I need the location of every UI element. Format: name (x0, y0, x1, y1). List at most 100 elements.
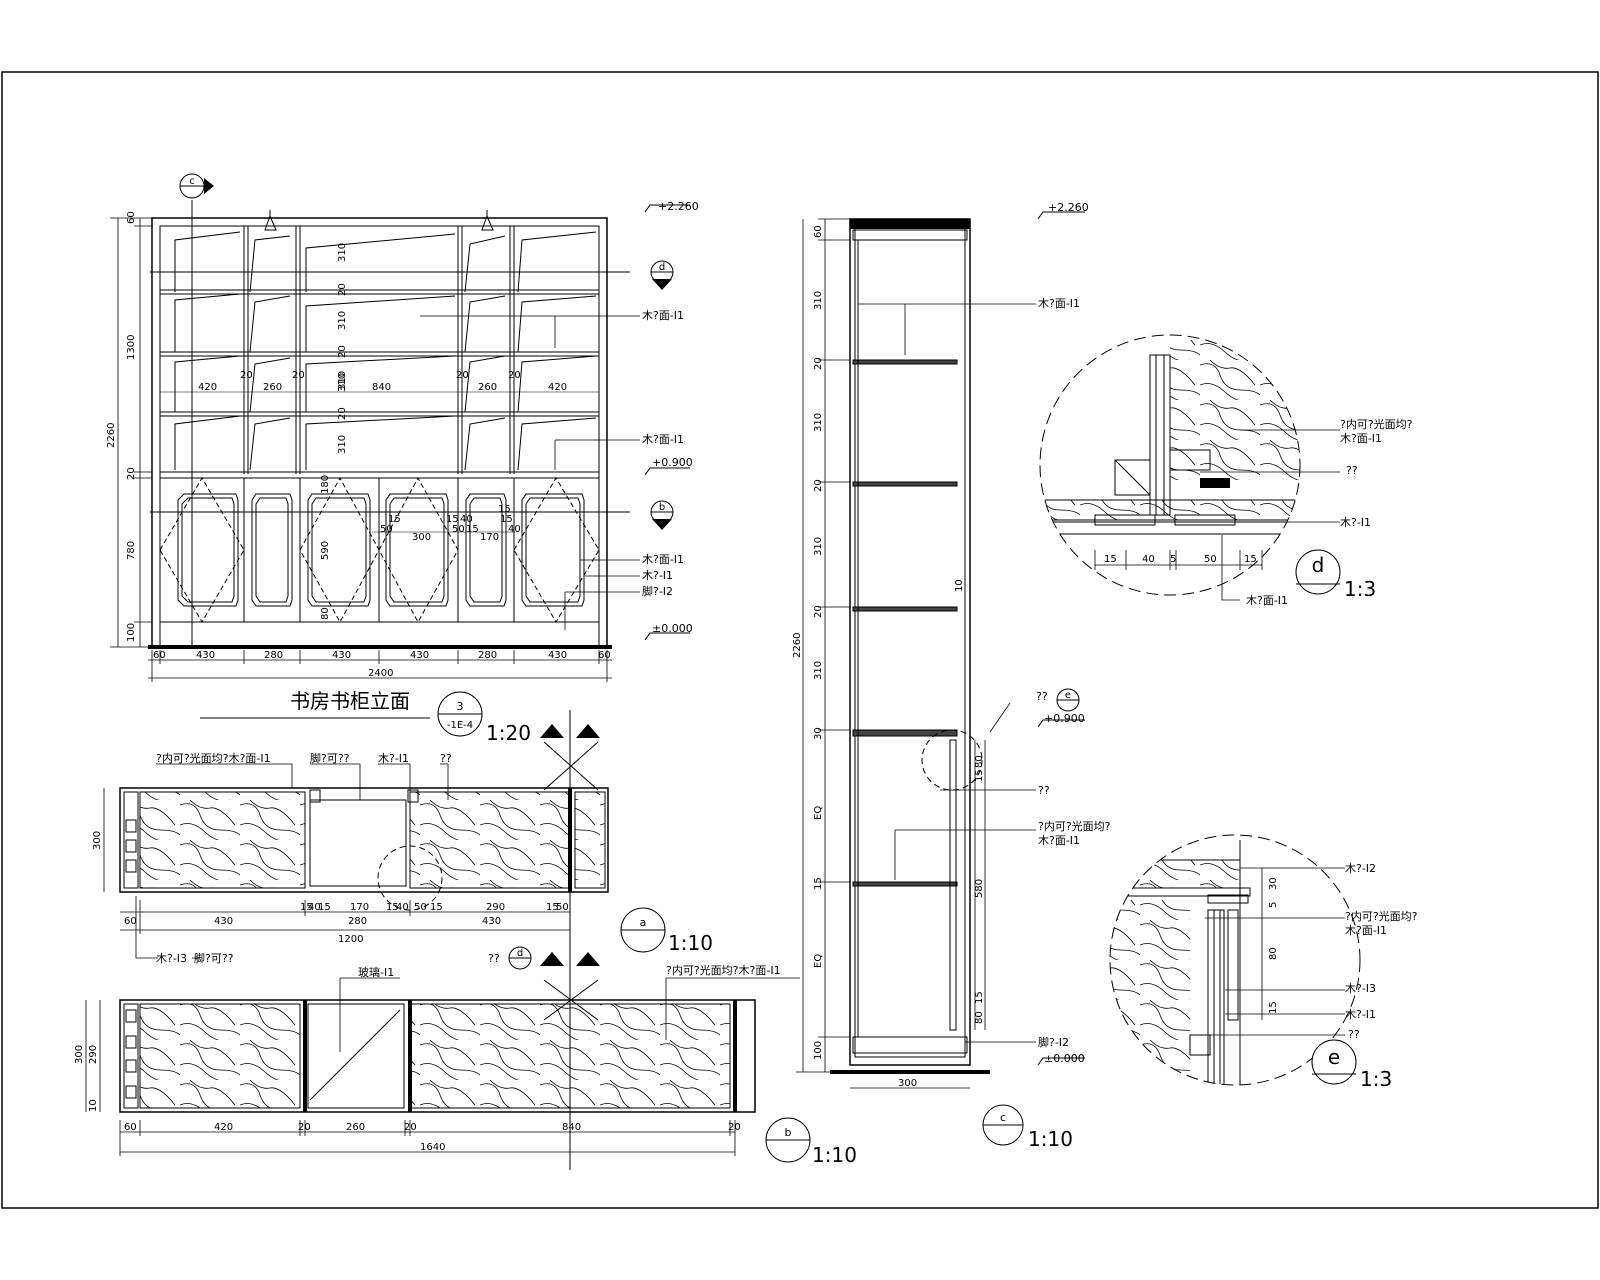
sec-total-dim: 2260 (792, 633, 803, 658)
detail-d-dim: 50 (1204, 554, 1217, 565)
sec-label-4: ?内可?光面均? (1038, 819, 1111, 833)
sec-dim: 310 (813, 661, 824, 680)
plan-a-dim: 50 (414, 902, 427, 913)
sec-label-1: 木?面-I1 (1038, 297, 1080, 310)
sec-dim: EQ (813, 954, 824, 968)
svg-text:-1E-4: -1E-4 (447, 720, 473, 731)
svg-text:c: c (1000, 1111, 1006, 1124)
shelf-dim: 310 (337, 373, 348, 392)
plan-a-dim: 280 (348, 916, 367, 927)
section-marker-d: d (650, 260, 674, 290)
detail-d-label-3: ?? (1346, 464, 1358, 477)
drawing-title: 书房书柜立面 (290, 689, 410, 713)
vdim-60: 60 (126, 211, 137, 224)
door-dim: 40 (508, 524, 521, 535)
shelf-dim: 20 (337, 345, 348, 358)
section-marker-b: b (650, 500, 674, 530)
svg-text:d: d (517, 948, 523, 959)
lower-doors (159, 476, 600, 624)
plan-b-vdim: 300 (74, 1045, 85, 1064)
door-dim: 80 (320, 607, 331, 620)
plan-a-dim: 60 (124, 916, 137, 927)
plan-a-blabel-1: 木?-I3 (156, 952, 187, 965)
title-ref-bubble: 3 -1E-4 (437, 691, 483, 737)
bottom-dim: 430 (548, 650, 567, 661)
row-dim: 260 (478, 382, 497, 393)
detail-e-label-3: 木?面-I1 (1345, 924, 1387, 937)
level-base: ±0.000 (652, 622, 693, 635)
svg-text:1:10: 1:10 (812, 1143, 857, 1167)
plan-b-label-2: ?内可?光面均?木?面-I1 (666, 963, 781, 977)
detail-e-label-5: 木?-I1 (1345, 1008, 1376, 1021)
detail-d-dim: 15 (1244, 554, 1257, 565)
level-marks (644, 204, 690, 641)
detail-d-label-5: 木?面-I1 (1246, 594, 1288, 607)
door-dim: 50 (380, 524, 393, 535)
plan-a-dim: 40 (396, 902, 409, 913)
vdim-780: 780 (126, 541, 137, 560)
row-dim: 20 (292, 370, 305, 381)
plan-a-dim: 430 (214, 916, 233, 927)
plan-b-caption: b 1:10 (765, 1117, 857, 1167)
svg-text:e: e (1328, 1045, 1340, 1069)
plan-b-vdim: 290 (88, 1045, 99, 1064)
row-dim: 20 (508, 370, 521, 381)
detail-e-label-4: 木?-I3 (1345, 982, 1376, 995)
detail-e-dim: 30 (1268, 877, 1279, 890)
plan-a-dim: 50 (556, 902, 569, 913)
sec-dim: 60 (813, 225, 824, 238)
detail-e-dim: 5 (1268, 902, 1279, 908)
detail-d-dim: 15 (1104, 554, 1117, 565)
detail-e-label-2: ?内可?光面均? (1345, 909, 1418, 923)
sec-dim: 20 (813, 479, 824, 492)
level-mid: +0.900 (652, 456, 693, 469)
svg-text:1:3: 1:3 (1360, 1067, 1392, 1091)
detail-d-view: ?内可?光面均? 木?面-I1 ?? 木?-I1 木?面-I1 15 40 5 … (1039, 334, 1413, 607)
plan-a-dim: 40 (308, 902, 321, 913)
detail-e-label-6: ?? (1348, 1028, 1360, 1041)
sec-rdim: 15 (974, 769, 985, 782)
sec-width: 300 (898, 1078, 917, 1089)
svg-text:b: b (785, 1126, 792, 1139)
svg-text:c: c (189, 176, 195, 187)
sec-level-mid: +0.900 (1044, 712, 1085, 725)
bottom-dim: 60 (598, 650, 611, 661)
detail-d-label-2: 木?面-I1 (1340, 432, 1382, 445)
sec-rdim: 80 (974, 755, 985, 768)
svg-text:e: e (1065, 690, 1071, 701)
elev-label-1: 木?面-I1 (642, 309, 684, 322)
sec-rdim: 80 (974, 1011, 985, 1024)
row-dim: 840 (372, 382, 391, 393)
shelf-dim: 20 (337, 283, 348, 296)
section-c-caption: c 1:10 (982, 1104, 1073, 1151)
plan-a-view: ?内可?光面均?木?面-I1 脚?可?? 木?-I1 ?? 木?-I3 脚?可?… (92, 710, 713, 970)
plan-a-dim: 15 (430, 902, 443, 913)
door-dim: 50 (452, 524, 465, 535)
sec-level-base: ±0.000 (1044, 1052, 1085, 1065)
sec-label-3: ?? (1038, 784, 1050, 797)
plan-b-dim: 840 (562, 1122, 581, 1133)
sec-dim: 310 (813, 413, 824, 432)
vdim-100: 100 (126, 623, 137, 642)
row-dim: 420 (548, 382, 567, 393)
sec-dim: 20 (813, 605, 824, 618)
detail-e-dim: 80 (1268, 947, 1279, 960)
row-dim: 20 (456, 370, 469, 381)
vdim-total: 2260 (106, 423, 117, 448)
sec-dim: 30 (813, 727, 824, 740)
plan-a-blabel-2: 脚?可?? (194, 951, 234, 965)
plan-a-label-3: 木?-I1 (378, 752, 409, 765)
svg-text:a: a (640, 916, 647, 929)
plan-b-view: 玻璃-I1 ?内可?光面均?木?面-I1 300 290 10 60 420 2… (74, 950, 857, 1170)
svg-text:d: d (1312, 553, 1325, 577)
plan-b-dim: 20 (728, 1122, 741, 1133)
elev-label-2: 木?面-I1 (642, 433, 684, 446)
door-dim: 15 (498, 504, 511, 515)
detail-e-caption: e 1:3 (1311, 1039, 1392, 1091)
plan-a-detail-d: d (508, 946, 532, 970)
detail-e-label-1: 木?-I2 (1345, 862, 1376, 875)
sec-label-5: 木?面-I1 (1038, 834, 1080, 847)
section-marker-c: c (179, 173, 214, 199)
elevation-view: c d b +2.260 +0.900 ±0.000 木?面-I1 木?面-I1 (106, 173, 699, 745)
door-dim: 15 (466, 524, 479, 535)
